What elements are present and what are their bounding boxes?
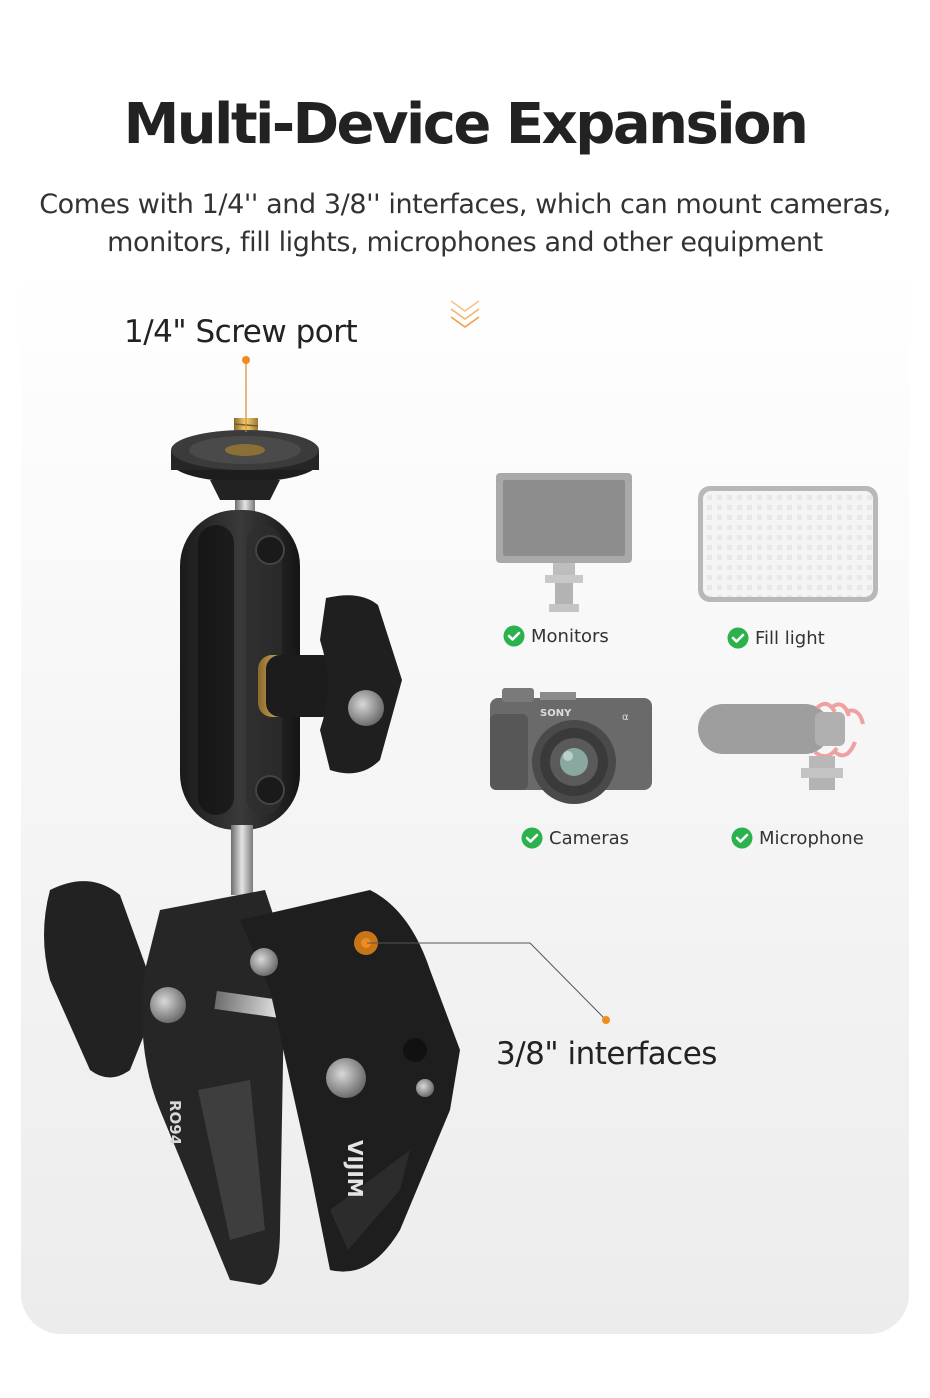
device-item-microphone: Microphone [731, 827, 864, 849]
device-label: Fill light [755, 627, 825, 649]
check-circle-icon [521, 827, 543, 849]
super-clamp: RO94 VIJIM [44, 881, 460, 1285]
device-item-monitors: Monitors [503, 625, 609, 647]
articulating-arm [180, 510, 402, 830]
subtitle-line-1: Comes with 1/4'' and 3/8'' interfaces, w… [39, 189, 891, 220]
interfaces-label: 3/8" interfaces [496, 1036, 717, 1072]
page-subtitle: Comes with 1/4'' and 3/8'' interfaces, w… [0, 186, 930, 262]
model-engraving: RO94 [166, 1100, 184, 1145]
brand-logo: VIJIM [343, 1140, 367, 1198]
microphone-image [698, 701, 865, 790]
camera-mark: α [622, 712, 629, 723]
arm-neck [231, 825, 253, 895]
chevron-down-icon [450, 300, 480, 328]
page-title: Multi-Device Expansion [123, 92, 809, 157]
check-circle-icon [731, 827, 753, 849]
camera-maker-logo: SONY [540, 708, 572, 719]
monitor-image [496, 473, 632, 612]
device-label: Cameras [549, 827, 630, 849]
device-label: Monitors [531, 625, 609, 647]
fill-light-image [698, 486, 878, 602]
camera-image: SONY α [490, 688, 652, 804]
screw-port-label: 1/4" Screw port [124, 314, 358, 350]
device-item-cameras: Cameras [521, 827, 629, 849]
subtitle-line-2: monitors, fill lights, microphones and o… [107, 227, 823, 258]
top-mount-cap [171, 418, 319, 520]
product-panel [21, 262, 909, 1334]
magic-arm-clamp-illustration: RO94 VIJIM [44, 418, 460, 1285]
device-item-fill-light: Fill light [727, 627, 825, 649]
device-label: Microphone [759, 827, 864, 849]
check-circle-icon [727, 627, 749, 649]
check-circle-icon [503, 625, 525, 647]
